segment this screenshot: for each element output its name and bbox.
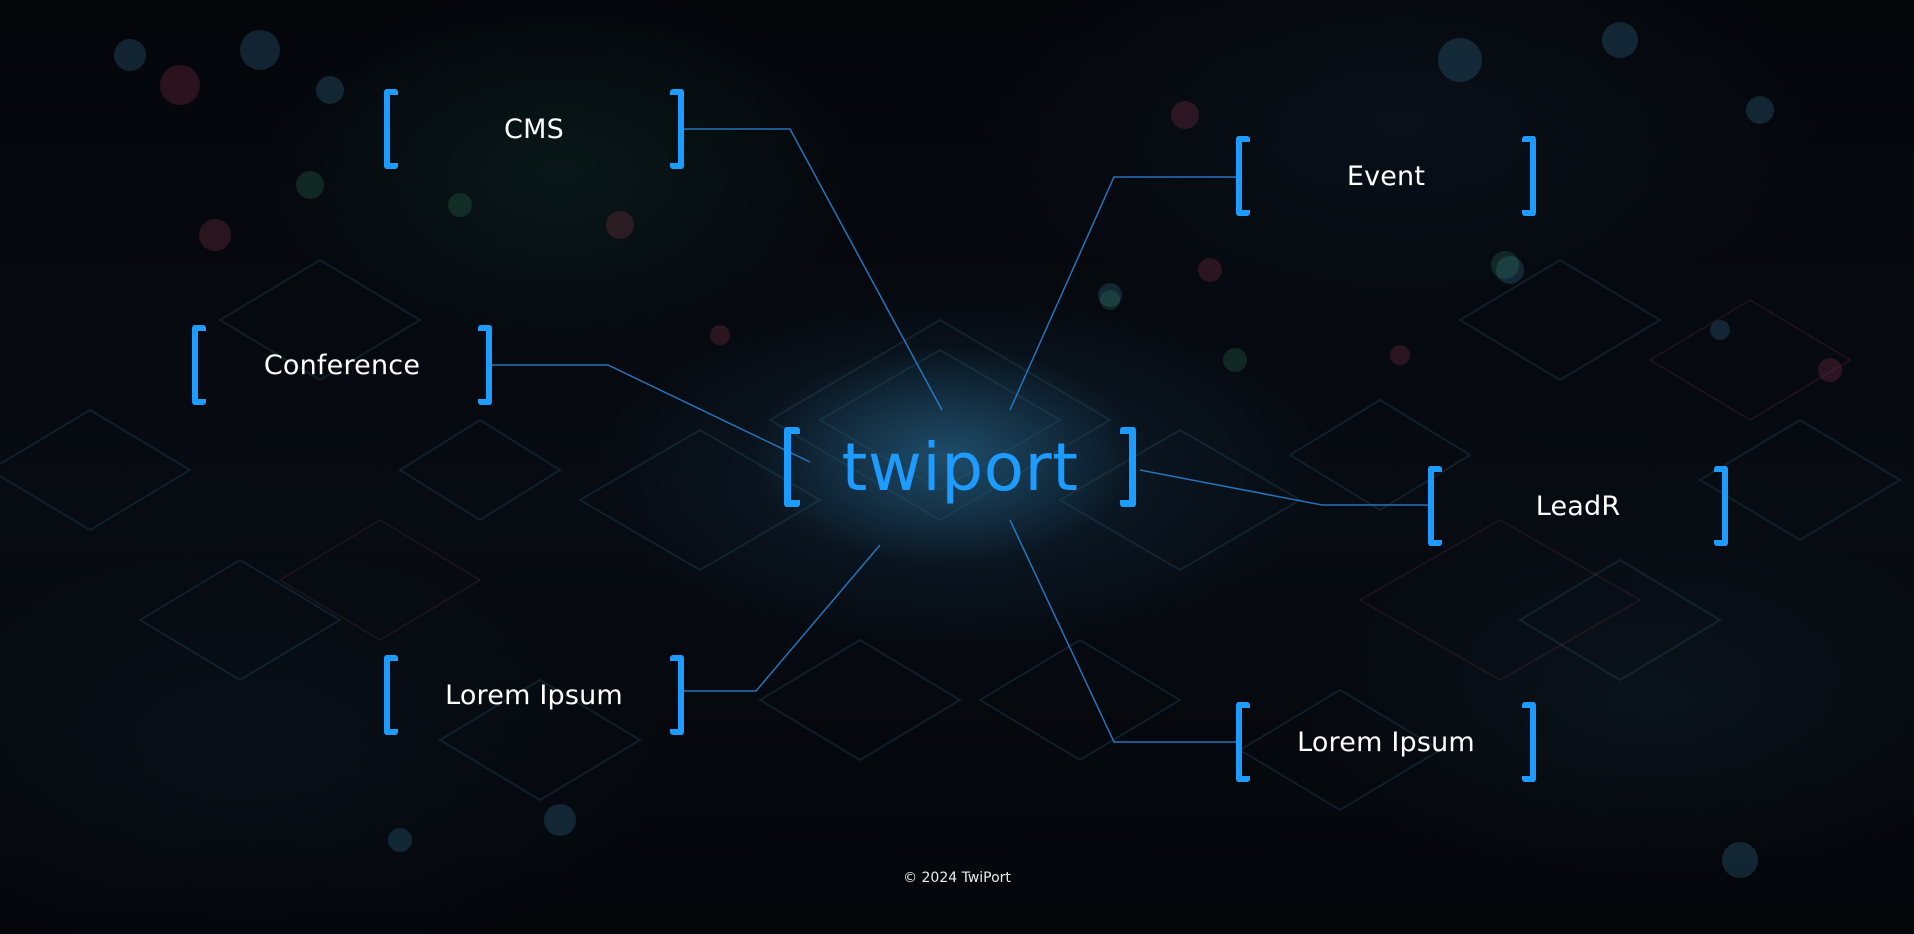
connector-event [1009, 176, 1236, 411]
node-label: CMS [504, 113, 564, 145]
center-node-twiport[interactable]: twiport [784, 427, 1136, 507]
connector-lorem-right [1009, 519, 1236, 743]
left-bracket-icon [784, 427, 800, 507]
right-bracket-icon [1522, 702, 1536, 782]
left-bracket-icon [1428, 466, 1442, 546]
node-conference[interactable]: Conference [192, 325, 492, 405]
node-lorem-ipsum-right[interactable]: Lorem Ipsum [1236, 702, 1536, 782]
left-bracket-icon [384, 655, 398, 735]
right-bracket-icon [1522, 136, 1536, 216]
connector-cms [684, 128, 943, 411]
footer-copyright: © 2024 TwiPort [903, 870, 1011, 886]
left-bracket-icon [1236, 136, 1250, 216]
center-label: twiport [841, 428, 1079, 506]
right-bracket-icon [670, 89, 684, 169]
node-lorem-ipsum-left[interactable]: Lorem Ipsum [384, 655, 684, 735]
node-cms[interactable]: CMS [384, 89, 684, 169]
node-label: Lorem Ipsum [445, 679, 623, 711]
connector-leadr [1139, 469, 1428, 506]
right-bracket-icon [670, 655, 684, 735]
left-bracket-icon [1236, 702, 1250, 782]
node-label: Lorem Ipsum [1297, 726, 1475, 758]
connector-lorem-left [684, 544, 881, 692]
node-event[interactable]: Event [1236, 136, 1536, 216]
node-label: LeadR [1535, 490, 1621, 522]
right-bracket-icon [1120, 427, 1136, 507]
node-label: Conference [263, 349, 421, 381]
connector-conference [492, 364, 811, 463]
node-leadr[interactable]: LeadR [1428, 466, 1728, 546]
right-bracket-icon [478, 325, 492, 405]
left-bracket-icon [384, 89, 398, 169]
node-label: Event [1346, 160, 1426, 192]
right-bracket-icon [1714, 466, 1728, 546]
left-bracket-icon [192, 325, 206, 405]
